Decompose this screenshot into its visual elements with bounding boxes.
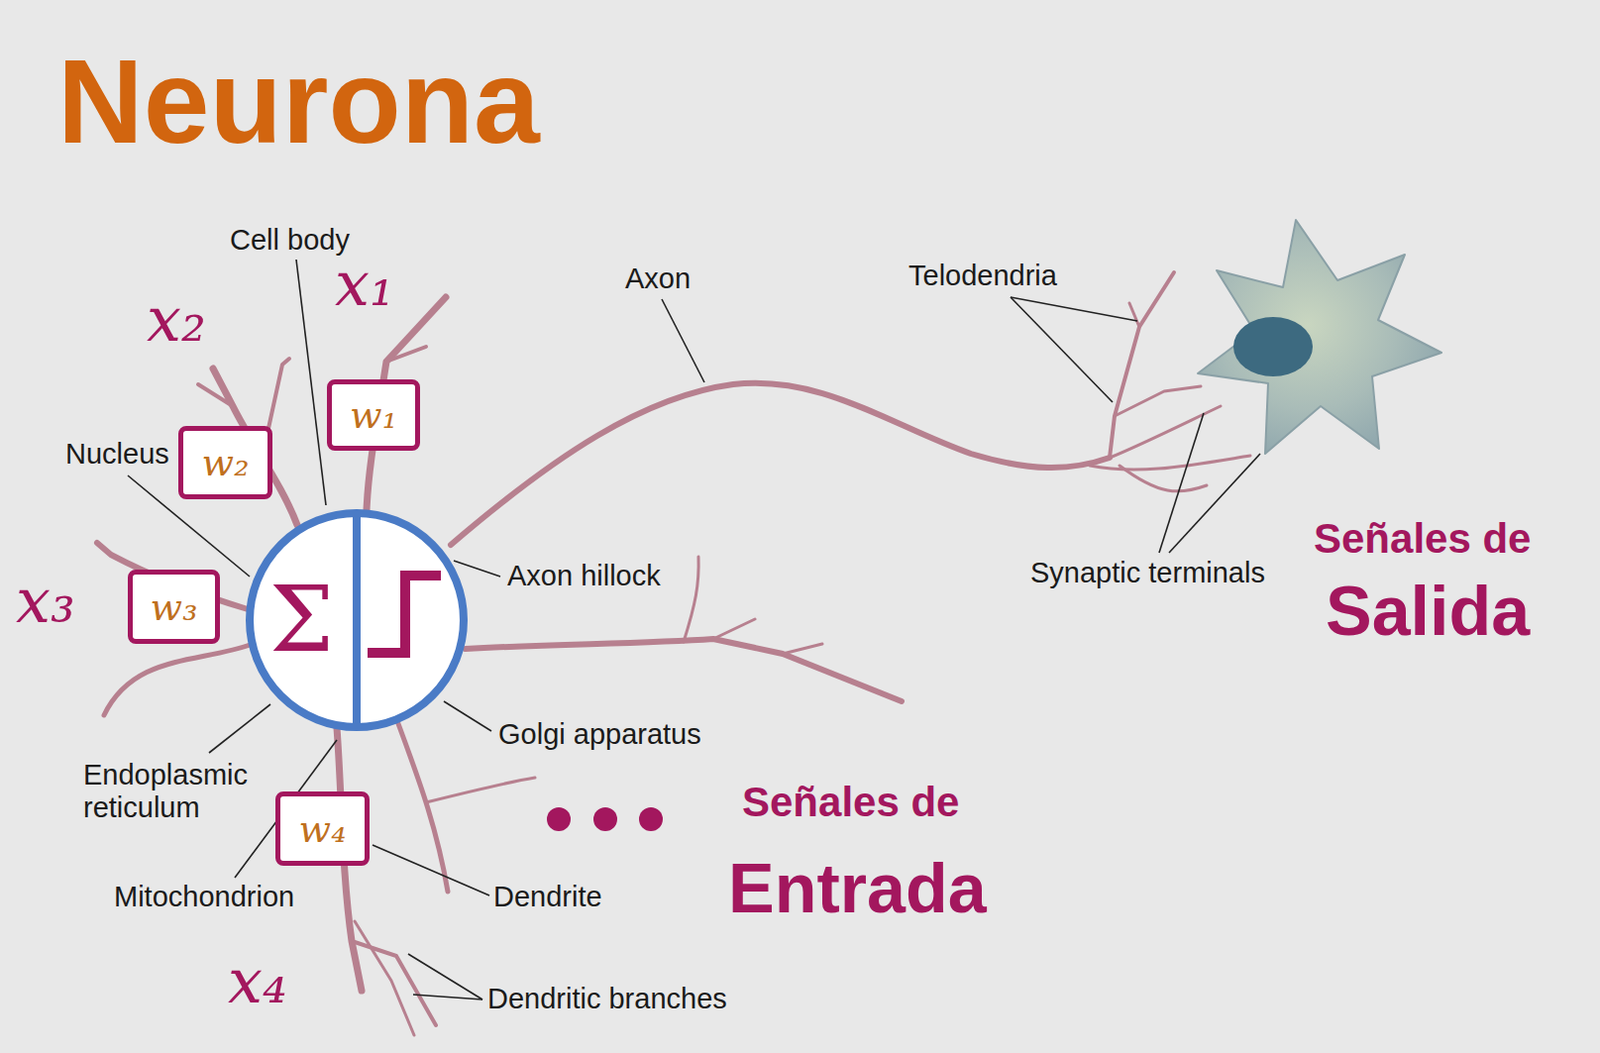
part-label: Synaptic terminals	[1030, 556, 1266, 590]
unit-circle	[249, 513, 464, 728]
diagram-title: Neurona	[57, 41, 540, 161]
telodendrion	[1119, 465, 1207, 492]
output-heading: Salida	[1325, 576, 1530, 646]
input-variable: x₄	[227, 951, 288, 1013]
leader-line	[443, 701, 492, 732]
weight-label: w₁	[349, 396, 398, 434]
input-variable: x₂	[146, 289, 207, 351]
leader-line	[408, 954, 483, 1000]
dendrite	[465, 639, 902, 702]
input-heading: Entrada	[728, 853, 987, 924]
summation-activation-unit: Σ	[244, 508, 469, 733]
dendrite	[354, 921, 415, 1036]
dendrite	[386, 346, 427, 362]
axon-group	[450, 272, 1251, 545]
part-label: Endoplasmic reticulum	[83, 758, 292, 826]
target-cell	[1197, 219, 1442, 454]
part-label: Cell body	[229, 223, 350, 257]
leader-line	[453, 560, 501, 577]
dendrite	[198, 384, 233, 407]
dot	[639, 807, 663, 832]
weight-label: w₂	[202, 443, 250, 482]
ellipsis-dots	[546, 807, 663, 832]
telodendrion	[1109, 272, 1174, 458]
leader-line	[296, 259, 326, 506]
dot	[593, 807, 618, 832]
part-label: Golgi apparatus	[498, 718, 702, 751]
dendrite	[713, 619, 755, 640]
weight-label: w₃	[150, 588, 199, 627]
dendrite	[683, 556, 699, 642]
part-label: Axon	[625, 262, 691, 296]
dot	[546, 807, 571, 832]
dendrites	[97, 297, 902, 1036]
step-function-symbol	[367, 575, 441, 653]
unit-divider	[352, 513, 361, 728]
part-label: Mitochondrion	[113, 880, 295, 914]
input-heading: Señales de	[742, 778, 960, 827]
weight-label: w₄	[299, 810, 347, 849]
telodendrion	[1129, 303, 1140, 327]
cell-body-shape	[1197, 219, 1442, 454]
part-label: Telodendria	[908, 259, 1058, 293]
leader-line	[372, 845, 490, 896]
leader-line	[1159, 413, 1204, 553]
part-label: Axon hillock	[507, 559, 661, 593]
leader-line	[1169, 453, 1261, 553]
input-variable: x₁	[334, 253, 395, 316]
telodendrion	[1114, 386, 1201, 417]
cell-nucleus	[1233, 317, 1313, 377]
input-variable: x₃	[15, 570, 76, 633]
part-label: Nucleus	[65, 437, 170, 471]
dendrite	[104, 643, 253, 716]
leader-lines	[127, 259, 1261, 1000]
axon	[450, 383, 1110, 545]
leader-line	[1010, 297, 1113, 403]
output-heading: Señales de	[1313, 515, 1531, 563]
weight-box: w₃	[127, 569, 220, 644]
weight-box: w₁	[326, 379, 421, 451]
leader-line	[661, 299, 705, 383]
dendrite	[426, 777, 535, 803]
weight-box: w₂	[178, 426, 273, 500]
summation-symbol: Σ	[269, 574, 334, 666]
leader-line	[209, 704, 271, 753]
part-label: Dendritic branches	[487, 982, 728, 1016]
dendrite	[782, 643, 823, 654]
part-label: Dendrite	[493, 880, 603, 914]
leader-line	[413, 994, 483, 1000]
telodendrion	[1089, 455, 1251, 470]
weight-box: w₄	[275, 791, 370, 866]
